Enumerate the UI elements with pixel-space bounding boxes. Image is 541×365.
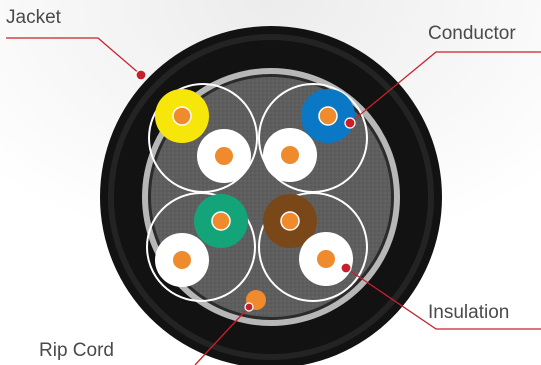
- callout-line-insulation: [345, 267, 541, 330]
- pair-outline-bottom-right: [258, 192, 368, 302]
- white-conductor-bl: [173, 251, 191, 269]
- callout-dot-rip-cord: [244, 302, 254, 312]
- label-insulation: Insulation: [428, 302, 510, 323]
- pair-outline-bottom-left: [146, 192, 256, 302]
- pair-outline-top-left: [148, 83, 258, 193]
- callout-line-jacket: [6, 37, 142, 76]
- yellow-conductor: [172, 106, 192, 126]
- blue-conductor: [318, 106, 338, 126]
- pair-green-white: [155, 194, 248, 287]
- brown-conductor: [280, 211, 300, 231]
- callout-lines: [6, 37, 541, 365]
- pair-brown-white: [263, 194, 353, 286]
- label-jacket: Jacket: [6, 7, 61, 28]
- label-rip-cord: Rip Cord: [39, 340, 114, 361]
- white-conductor-tl: [215, 147, 233, 165]
- callout-dot-conductor: [344, 117, 356, 129]
- callout-line-conductor: [349, 51, 541, 124]
- callout-line-rip-cord: [194, 306, 250, 365]
- label-conductor: Conductor: [428, 23, 516, 44]
- callout-dot-jacket: [135, 69, 147, 81]
- callout-dot-insulation: [340, 262, 352, 274]
- green-conductor: [211, 211, 231, 231]
- white-conductor-tr: [281, 146, 299, 164]
- pair-yellow-white: [155, 89, 251, 183]
- white-conductor-br: [317, 250, 335, 268]
- callout-dots: [135, 69, 356, 312]
- jacket-sheen: [108, 34, 434, 360]
- pair-blue-white: [263, 89, 355, 182]
